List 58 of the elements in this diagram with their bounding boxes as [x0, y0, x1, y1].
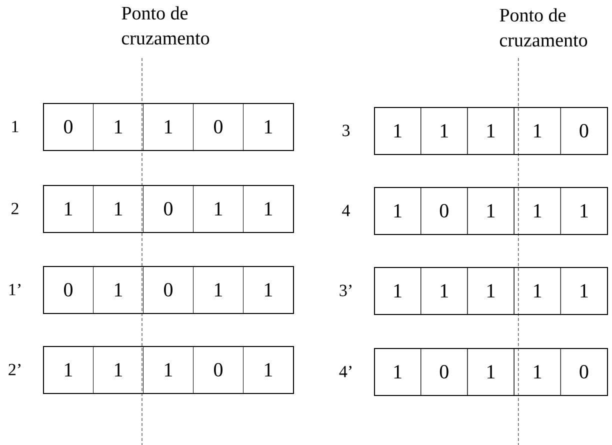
gene-cell: 1	[143, 103, 194, 150]
gene-cell: 1	[243, 346, 294, 394]
gene-cell: 1	[374, 187, 422, 234]
gene-cell: 0	[420, 187, 468, 234]
gene-cell: 1	[243, 266, 294, 314]
gene-cell: 1	[374, 107, 422, 154]
row-number: 2’	[8, 364, 20, 376]
chromosome-row	[374, 187, 608, 235]
gene-cell: 0	[43, 266, 94, 314]
gene-cell: 1	[514, 107, 561, 154]
gene-cell: 1	[93, 185, 144, 232]
row-number: 4	[342, 204, 350, 216]
gene-cell: 1	[243, 103, 294, 150]
chromosome-row	[43, 266, 294, 314]
gene-cell: 0	[143, 185, 194, 232]
crossover-label: Ponto de cruzamento	[500, 8, 588, 47]
gene-cell: 1	[93, 266, 144, 314]
gene-cell: 1	[467, 267, 514, 314]
gene-cell: 1	[193, 266, 244, 314]
row-number: 3	[342, 124, 350, 136]
gene-cell: 0	[560, 107, 608, 154]
gene-cell: 1	[560, 267, 608, 314]
gene-cell: 0	[560, 348, 608, 396]
row-number: 1’	[9, 284, 20, 296]
chromosome-row	[43, 346, 294, 394]
gene-cell: 1	[514, 267, 561, 314]
gene-cell: 1	[143, 346, 194, 394]
gene-cell: 0	[193, 103, 244, 150]
gene-cell: 1	[43, 346, 94, 394]
row-number: 2	[12, 202, 18, 214]
gene-cell: 1	[374, 348, 422, 396]
gene-cell: 1	[420, 107, 468, 154]
gene-cell: 1	[514, 187, 561, 234]
gene-cell: 1	[560, 187, 608, 234]
chromosome-row	[374, 107, 608, 155]
row-number: 1	[12, 120, 18, 132]
gene-cell: 1	[420, 267, 468, 314]
row-number: 3’	[340, 284, 352, 296]
gene-cell: 1	[467, 348, 514, 396]
chromosome-row	[374, 348, 608, 396]
gene-cell: 1	[374, 267, 422, 314]
chromosome-row	[374, 267, 608, 315]
chromosome-row	[43, 103, 294, 151]
gene-cell: 1	[467, 107, 514, 154]
gene-cell: 1	[93, 103, 144, 150]
row-number: 4’	[339, 366, 352, 378]
chromosome-row	[43, 185, 294, 233]
gene-cell: 0	[420, 348, 468, 396]
crossover-label: Ponto de cruzamento	[122, 6, 210, 45]
gene-cell: 0	[43, 103, 94, 150]
gene-cell: 1	[193, 185, 244, 232]
gene-cell: 1	[514, 348, 561, 396]
gene-cell: 1	[243, 185, 294, 232]
gene-cell: 1	[467, 187, 514, 234]
gene-cell: 0	[193, 346, 244, 394]
gene-cell: 1	[93, 346, 144, 394]
gene-cell: 0	[143, 266, 194, 314]
gene-cell: 1	[43, 185, 94, 232]
